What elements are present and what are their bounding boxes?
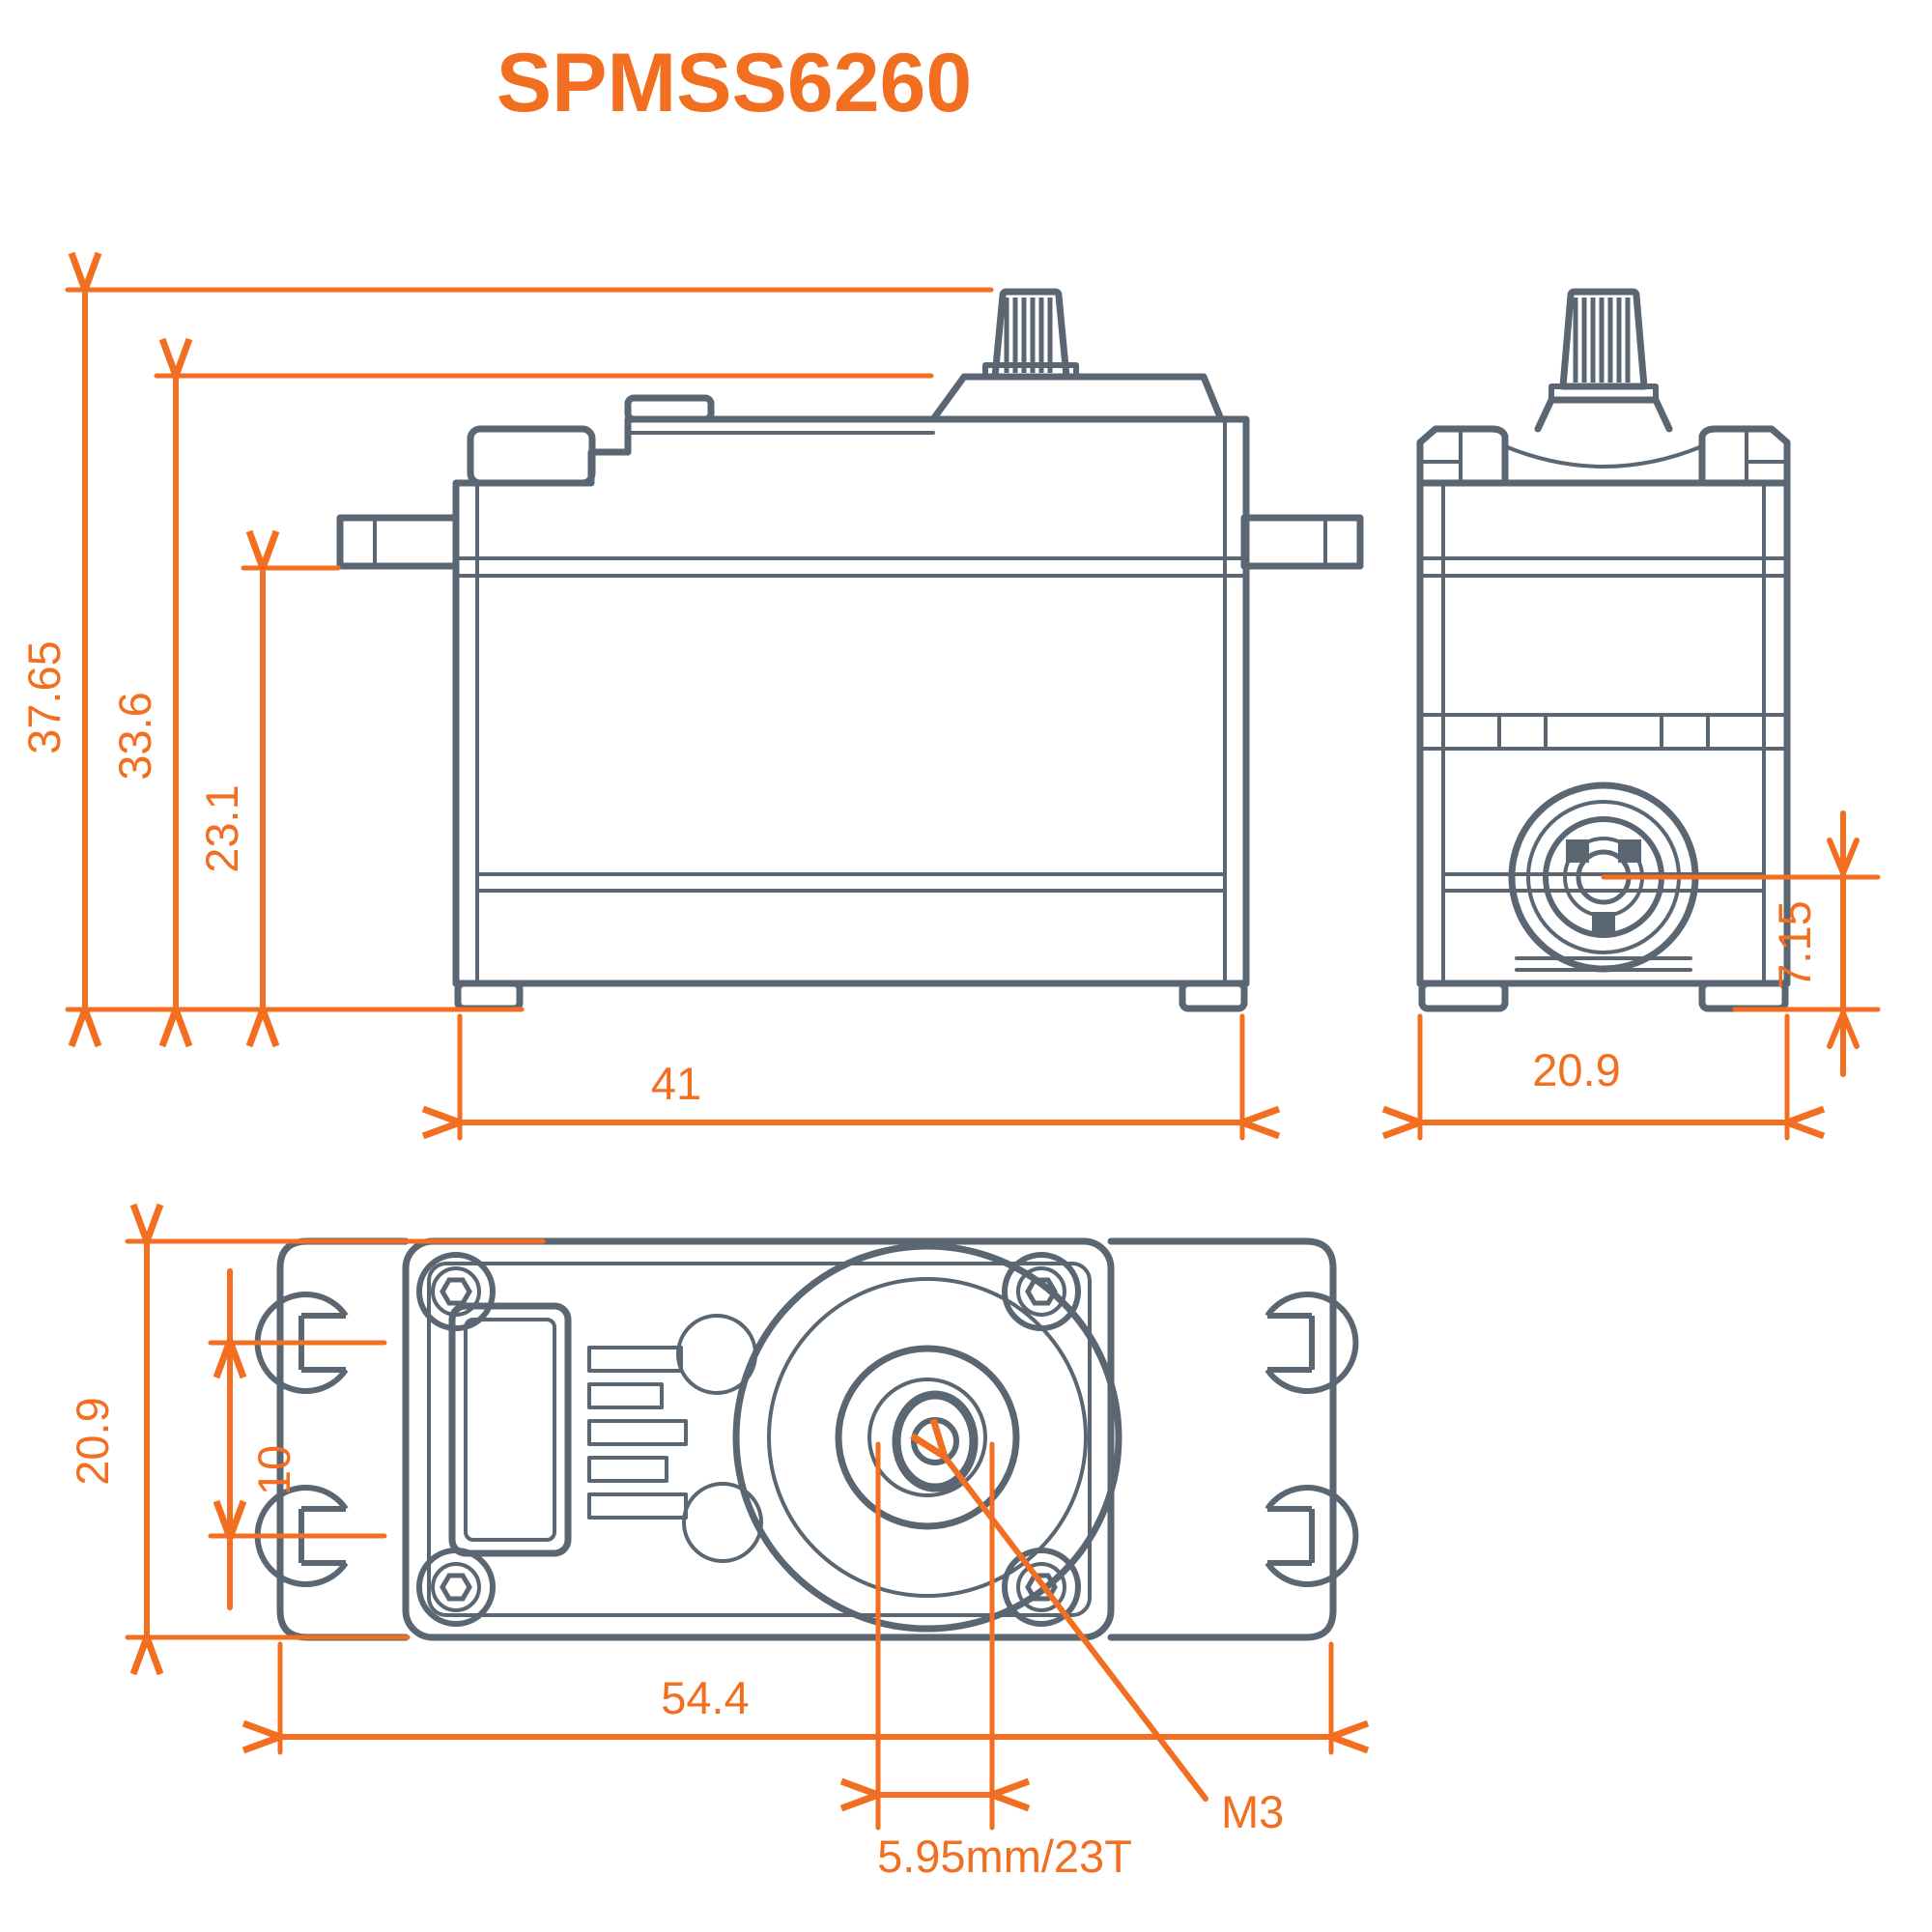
output-screw-hole: [911, 1417, 959, 1465]
dim-label-20-9-bottom: 20.9: [67, 1397, 118, 1485]
dim-label-m3: M3: [1221, 1786, 1284, 1837]
dim-bottom-depth: 20.9: [67, 1241, 546, 1637]
bottom-corner-screws: [416, 1252, 1081, 1627]
dim-label-54-4: 54.4: [661, 1672, 749, 1723]
dim-side-connector-height: 7.15: [1601, 810, 1881, 1077]
connector-pin: [1618, 839, 1641, 863]
bottom-gear-post-lower: [682, 1482, 763, 1563]
bottom-case-outer: [402, 1237, 1115, 1641]
connector-pin: [1566, 839, 1589, 863]
screw-bottom-right: [1002, 1548, 1081, 1627]
front-inner-walls: [475, 417, 1227, 985]
bottom-mount-tab-left: [254, 1237, 410, 1641]
dim-label-41: 41: [651, 1058, 701, 1109]
front-mount-tab-right: [1240, 514, 1364, 570]
side-dome-curve: [1503, 444, 1704, 469]
dim-bottom-total-length: 54.4: [280, 1641, 1331, 1755]
dim-side-width: 20.9: [1420, 1013, 1787, 1141]
connector-pin: [1592, 912, 1615, 935]
front-spline-shaft: [982, 288, 1079, 381]
dim-label-23-1: 23.1: [196, 784, 247, 872]
output-spline: [892, 1390, 979, 1492]
side-case-seams: [1418, 556, 1789, 893]
dim-label-10: 10: [248, 1445, 299, 1495]
front-mount-tab-left: [336, 514, 460, 570]
side-foot-left: [1418, 980, 1509, 1012]
dim-spline-callout: 5.95mm/23T: [877, 1441, 1132, 1882]
side-lower-seams: [1515, 956, 1692, 972]
dim-label-spline: 5.95mm/23T: [877, 1831, 1132, 1882]
dim-label-7-15: 7.15: [1769, 900, 1820, 988]
dim-front-case-height: 33.6: [109, 376, 934, 1009]
bottom-output-gear: [732, 1242, 1122, 1633]
dim-label-37-65: 37.65: [18, 640, 70, 754]
side-ear-left: [1416, 425, 1509, 487]
side-view: [1416, 288, 1791, 1012]
dim-front-case-width: 41: [460, 1013, 1242, 1141]
side-spline-shaft: [1534, 288, 1673, 433]
front-foot-left: [454, 980, 524, 1012]
bottom-label-plate: [448, 1302, 572, 1557]
dim-bottom-slot-spacing: 10: [208, 1268, 387, 1610]
front-view: [336, 288, 1364, 1012]
dim-label-20-9-side: 20.9: [1532, 1044, 1620, 1095]
front-case-seams: [454, 556, 1248, 893]
bottom-view: [254, 1237, 1359, 1641]
bottom-mount-tab-right: [1107, 1237, 1359, 1641]
front-top-block: [467, 425, 596, 487]
front-cap: [929, 373, 1225, 423]
side-ear-right: [1698, 425, 1791, 487]
dimensions: 37.65 33.6 23.1 41 7.15: [18, 290, 1881, 1882]
side-body-outline: [1416, 479, 1791, 987]
dim-front-total-height: 37.65: [18, 290, 994, 1009]
dim-front-tab-height: 23.1: [196, 568, 341, 1009]
dim-m3-callout: M3: [945, 1457, 1284, 1837]
bottom-wire-comb: [587, 1346, 688, 1520]
dim-label-33-6: 33.6: [109, 692, 160, 780]
side-vent-dividers: [1497, 713, 1710, 751]
front-body-outline: [452, 415, 1250, 987]
bottom-case-inner: [427, 1262, 1092, 1617]
drawing-title: SPMSS6260: [497, 37, 972, 129]
side-inner-walls: [1441, 481, 1766, 985]
front-foot-right: [1179, 980, 1248, 1012]
front-top-strip: [624, 394, 715, 423]
